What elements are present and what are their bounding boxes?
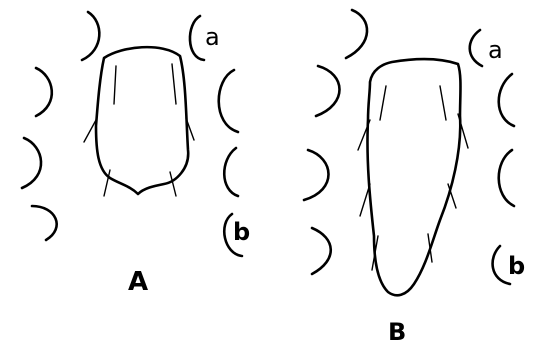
panel-b-left-arc-2 xyxy=(304,150,329,200)
panel-a-seta-left-mid xyxy=(84,120,96,142)
panel-b-left-arc-3 xyxy=(312,228,331,274)
panel-a: a b A xyxy=(22,12,250,297)
panel-b-label: B xyxy=(388,318,406,346)
panel-a-seta-left-upper xyxy=(114,66,116,104)
panel-b-right-arc-1 xyxy=(470,30,482,66)
panel-b-right-arc-2 xyxy=(499,74,514,126)
panel-b-left-arc-top xyxy=(346,10,367,58)
panel-b-corner-label-b: b xyxy=(508,252,525,280)
panel-b-corner-label-a: a xyxy=(488,36,503,64)
panel-a-corner-label-a: a xyxy=(205,23,220,51)
panel-b-seta-right-upper xyxy=(440,86,446,120)
panel-a-left-arc-3 xyxy=(22,138,41,188)
panel-b-seta-left-upper xyxy=(380,86,386,120)
panel-b: a b B xyxy=(304,10,525,346)
panel-a-right-arc-3 xyxy=(224,148,238,196)
panel-a-right-arc-1 xyxy=(190,16,204,60)
panel-b-body-outline xyxy=(367,59,460,295)
panel-a-right-arc-2 xyxy=(219,70,238,132)
panel-b-left-arc-1 xyxy=(316,66,340,116)
panel-b-seta-left-mid2 xyxy=(360,184,370,216)
panel-a-left-arc-1 xyxy=(82,12,99,60)
panel-a-seta-right-low xyxy=(170,172,176,196)
panel-a-left-arc-4 xyxy=(32,206,57,240)
panel-b-right-arc-3 xyxy=(499,150,514,206)
panel-a-label: A xyxy=(128,267,148,297)
panel-a-left-arc-2 xyxy=(36,68,52,116)
panel-a-corner-label-b: b xyxy=(233,218,250,246)
panel-a-seta-right-upper xyxy=(172,64,176,104)
